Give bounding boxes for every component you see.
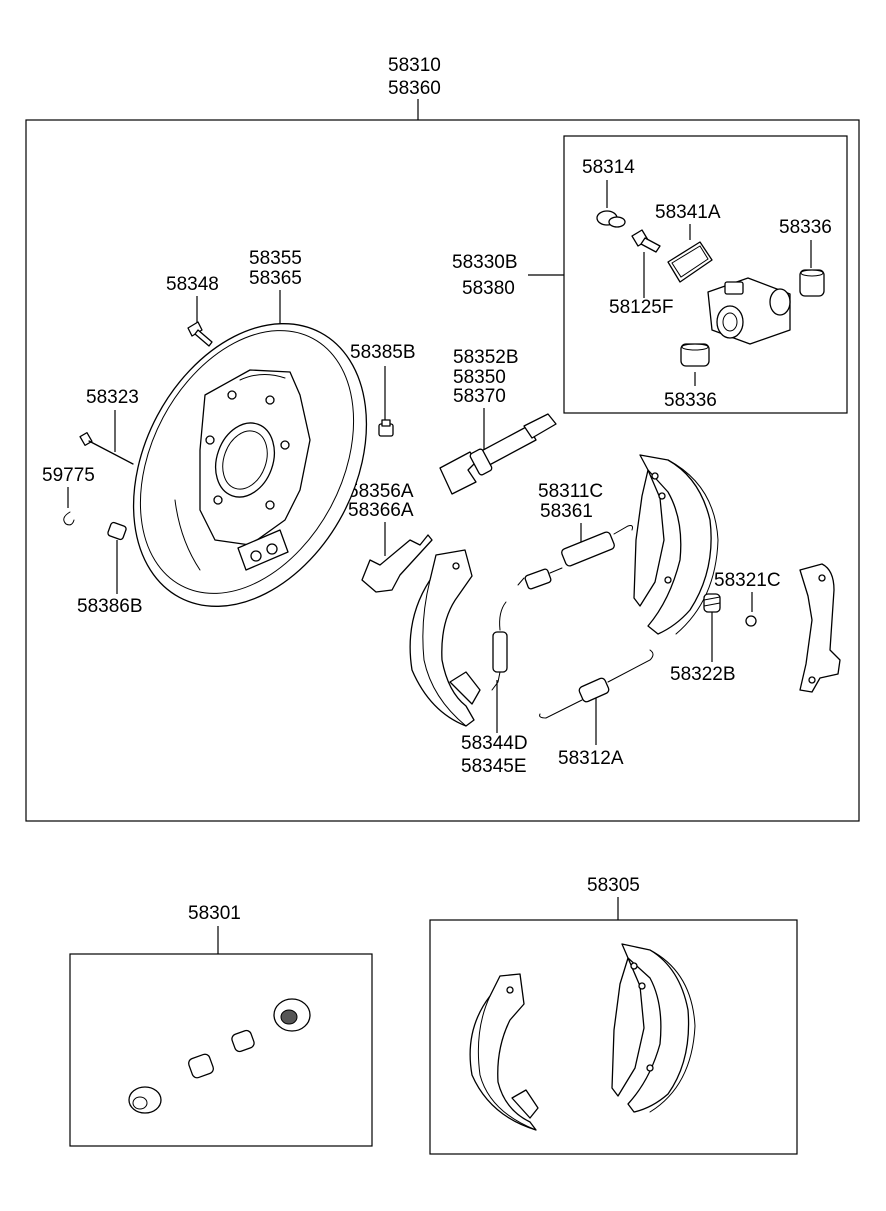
lower-return-spring <box>539 649 654 719</box>
parking-lever <box>799 563 841 693</box>
label-grommet: 58386B <box>77 596 143 617</box>
shoe-kit-left-shoe <box>469 973 539 1131</box>
brake-shoe-left <box>409 549 481 727</box>
pin <box>79 432 134 465</box>
label-adjuster-spring-2: 58345E <box>461 756 527 777</box>
label-return-spring-lower: 58312A <box>558 748 624 769</box>
label-backing-plate-2: 58365 <box>249 268 302 289</box>
retainer-cup <box>745 615 757 627</box>
label-bleeder-screw: 58125F <box>609 297 673 318</box>
plug <box>378 419 394 437</box>
grommet <box>107 521 127 541</box>
label-plate-bolt: 58348 <box>166 274 219 295</box>
cylinder-boot-top <box>799 269 825 297</box>
label-repair-kit: 58301 <box>188 903 241 924</box>
label-cylinder-cap: 58314 <box>582 157 635 178</box>
label-backing-plate-1: 58355 <box>249 248 302 269</box>
label-cylinder-boot-top: 58336 <box>779 217 832 238</box>
label-adjuster-3: 58370 <box>453 386 506 407</box>
label-hold-down-spring: 58322B <box>670 664 736 685</box>
label-strut-2: 58366A <box>348 500 414 521</box>
label-adjuster-spring-1: 58344D <box>461 733 528 754</box>
label-plug: 58385B <box>350 342 416 363</box>
label-spring-upper-1: 58311C <box>538 481 603 502</box>
brake-shoe-right <box>633 454 719 635</box>
repair-kit-parts <box>128 998 311 1114</box>
bleeder-screw <box>631 229 661 253</box>
main-assembly-box <box>25 119 860 822</box>
label-shoe-kit: 58305 <box>587 875 640 896</box>
label-clip: 59775 <box>42 465 95 486</box>
label-spring-upper-2: 58361 <box>540 501 593 522</box>
repair-kit-box <box>69 953 373 1147</box>
label-cylinder-boot-bottom: 58336 <box>664 390 717 411</box>
label-main-assembly-1: 58310 <box>388 55 441 76</box>
backing-plate <box>132 323 368 607</box>
hold-down-spring <box>703 593 721 613</box>
adjuster <box>439 413 557 495</box>
clip <box>63 511 75 526</box>
label-cylinder-assembly-2: 58380 <box>462 278 515 299</box>
label-strut-1: 58356A <box>348 481 414 502</box>
label-adjuster-2: 58350 <box>453 367 506 388</box>
cylinder-gasket <box>667 241 713 283</box>
cylinder-cap <box>596 210 626 228</box>
cylinder-boot-bottom <box>680 343 710 367</box>
shoe-kit-box <box>429 919 798 1155</box>
label-retainer-cup: 58321C <box>714 570 781 591</box>
label-cylinder-gasket: 58341A <box>655 202 721 223</box>
label-adjuster-1: 58352B <box>453 347 519 368</box>
label-pin: 58323 <box>86 387 139 408</box>
strut <box>361 534 433 593</box>
plate-bolt <box>187 321 213 347</box>
adjuster-spring <box>491 601 508 691</box>
label-main-assembly-2: 58360 <box>388 78 441 99</box>
label-cylinder-assembly-1: 58330B <box>452 252 518 273</box>
upper-spring <box>517 525 633 590</box>
shoe-kit-right-shoe <box>611 943 696 1113</box>
wheel-cylinder <box>707 277 791 345</box>
